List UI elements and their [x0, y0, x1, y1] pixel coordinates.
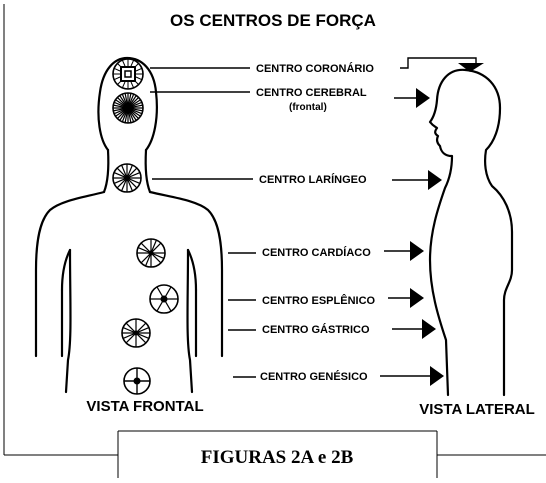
side-arrows: [380, 57, 484, 386]
label-centro-cardiaco: CENTRO CARDÍACO: [262, 246, 371, 259]
chakra-cerebral-wheel: [112, 92, 144, 124]
label-vista-lateral: VISTA LATERAL: [419, 401, 535, 418]
leader-lines: [150, 67, 256, 378]
label-vista-frontal: VISTA FRONTAL: [86, 398, 203, 415]
chakra-coronario-wheel: [112, 58, 144, 90]
frame: [3, 4, 546, 478]
center-labels: CENTRO CORONÁRIO CENTRO CEREBRAL (fronta…: [256, 62, 376, 383]
label-centro-esplenico: CENTRO ESPLÊNICO: [262, 294, 376, 307]
chakra-gastrico-wheel: [121, 318, 151, 348]
front-body-outline: [34, 56, 224, 394]
chakra-genesico-wheel: [123, 367, 151, 395]
chakra-wheels: [112, 58, 179, 395]
label-centro-laringeo: CENTRO LARÍNGEO: [259, 173, 367, 186]
figure-caption: FIGURAS 2A e 2B: [201, 447, 354, 468]
label-centro-coronario: CENTRO CORONÁRIO: [256, 62, 374, 75]
label-centro-cerebral: CENTRO CEREBRAL: [256, 87, 367, 99]
chakra-esplenico-wheel: [149, 284, 179, 314]
label-centro-gastrico: CENTRO GÁSTRICO: [262, 323, 370, 336]
side-body-outline: [428, 68, 514, 397]
chakra-laringeo-wheel: [112, 163, 142, 193]
chakra-cardiaco-wheel: [136, 238, 166, 268]
label-centro-genesico: CENTRO GENÉSICO: [260, 370, 368, 383]
diagram-title: OS CENTROS DE FORÇA: [170, 11, 376, 30]
label-centro-cerebral-note: (frontal): [289, 102, 327, 113]
